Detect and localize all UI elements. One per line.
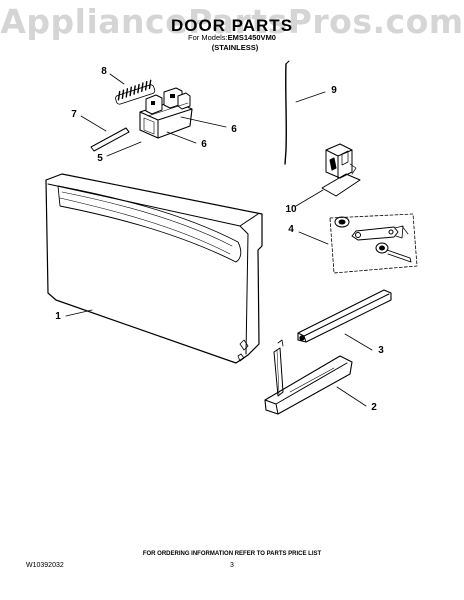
models-finish: (STAINLESS)	[211, 43, 259, 52]
spring-part	[115, 79, 156, 105]
callout-4: 4	[288, 224, 294, 235]
callout-2: 2	[371, 402, 377, 413]
hinge-kit-part	[329, 213, 418, 274]
rod-part	[284, 60, 290, 165]
model-info: For Models:EMS1450VM0 (STAINLESS)	[0, 33, 464, 53]
callout-8: 8	[101, 66, 107, 77]
callout-1: 1	[55, 311, 61, 322]
callout-10: 10	[285, 204, 297, 215]
page-title: DOOR PARTS	[170, 16, 294, 35]
ordering-note: FOR ORDERING INFORMATION REFER TO PARTS …	[142, 551, 322, 557]
link-arm-part	[297, 289, 392, 343]
callout-6b: 6	[201, 139, 207, 150]
hinge-bracket-part	[321, 143, 361, 197]
watermark: AppliancePartsPros.com	[0, 2, 464, 41]
document-id: W10392032	[26, 562, 64, 569]
models-label: For Models:	[188, 33, 228, 42]
callout-6a: 6	[231, 124, 237, 135]
lower-channel-part	[264, 339, 353, 415]
callout-9: 9	[331, 85, 337, 96]
door-panel-part	[45, 173, 263, 364]
callout-3: 3	[378, 345, 384, 356]
leader-lines	[65, 73, 373, 407]
callout-5: 5	[97, 153, 103, 164]
latch-assembly-part	[139, 87, 193, 139]
pin-part	[90, 127, 130, 152]
page-number: 3	[230, 562, 234, 569]
callout-7: 7	[71, 109, 77, 120]
models-value: EMS1450VM0	[227, 33, 276, 42]
